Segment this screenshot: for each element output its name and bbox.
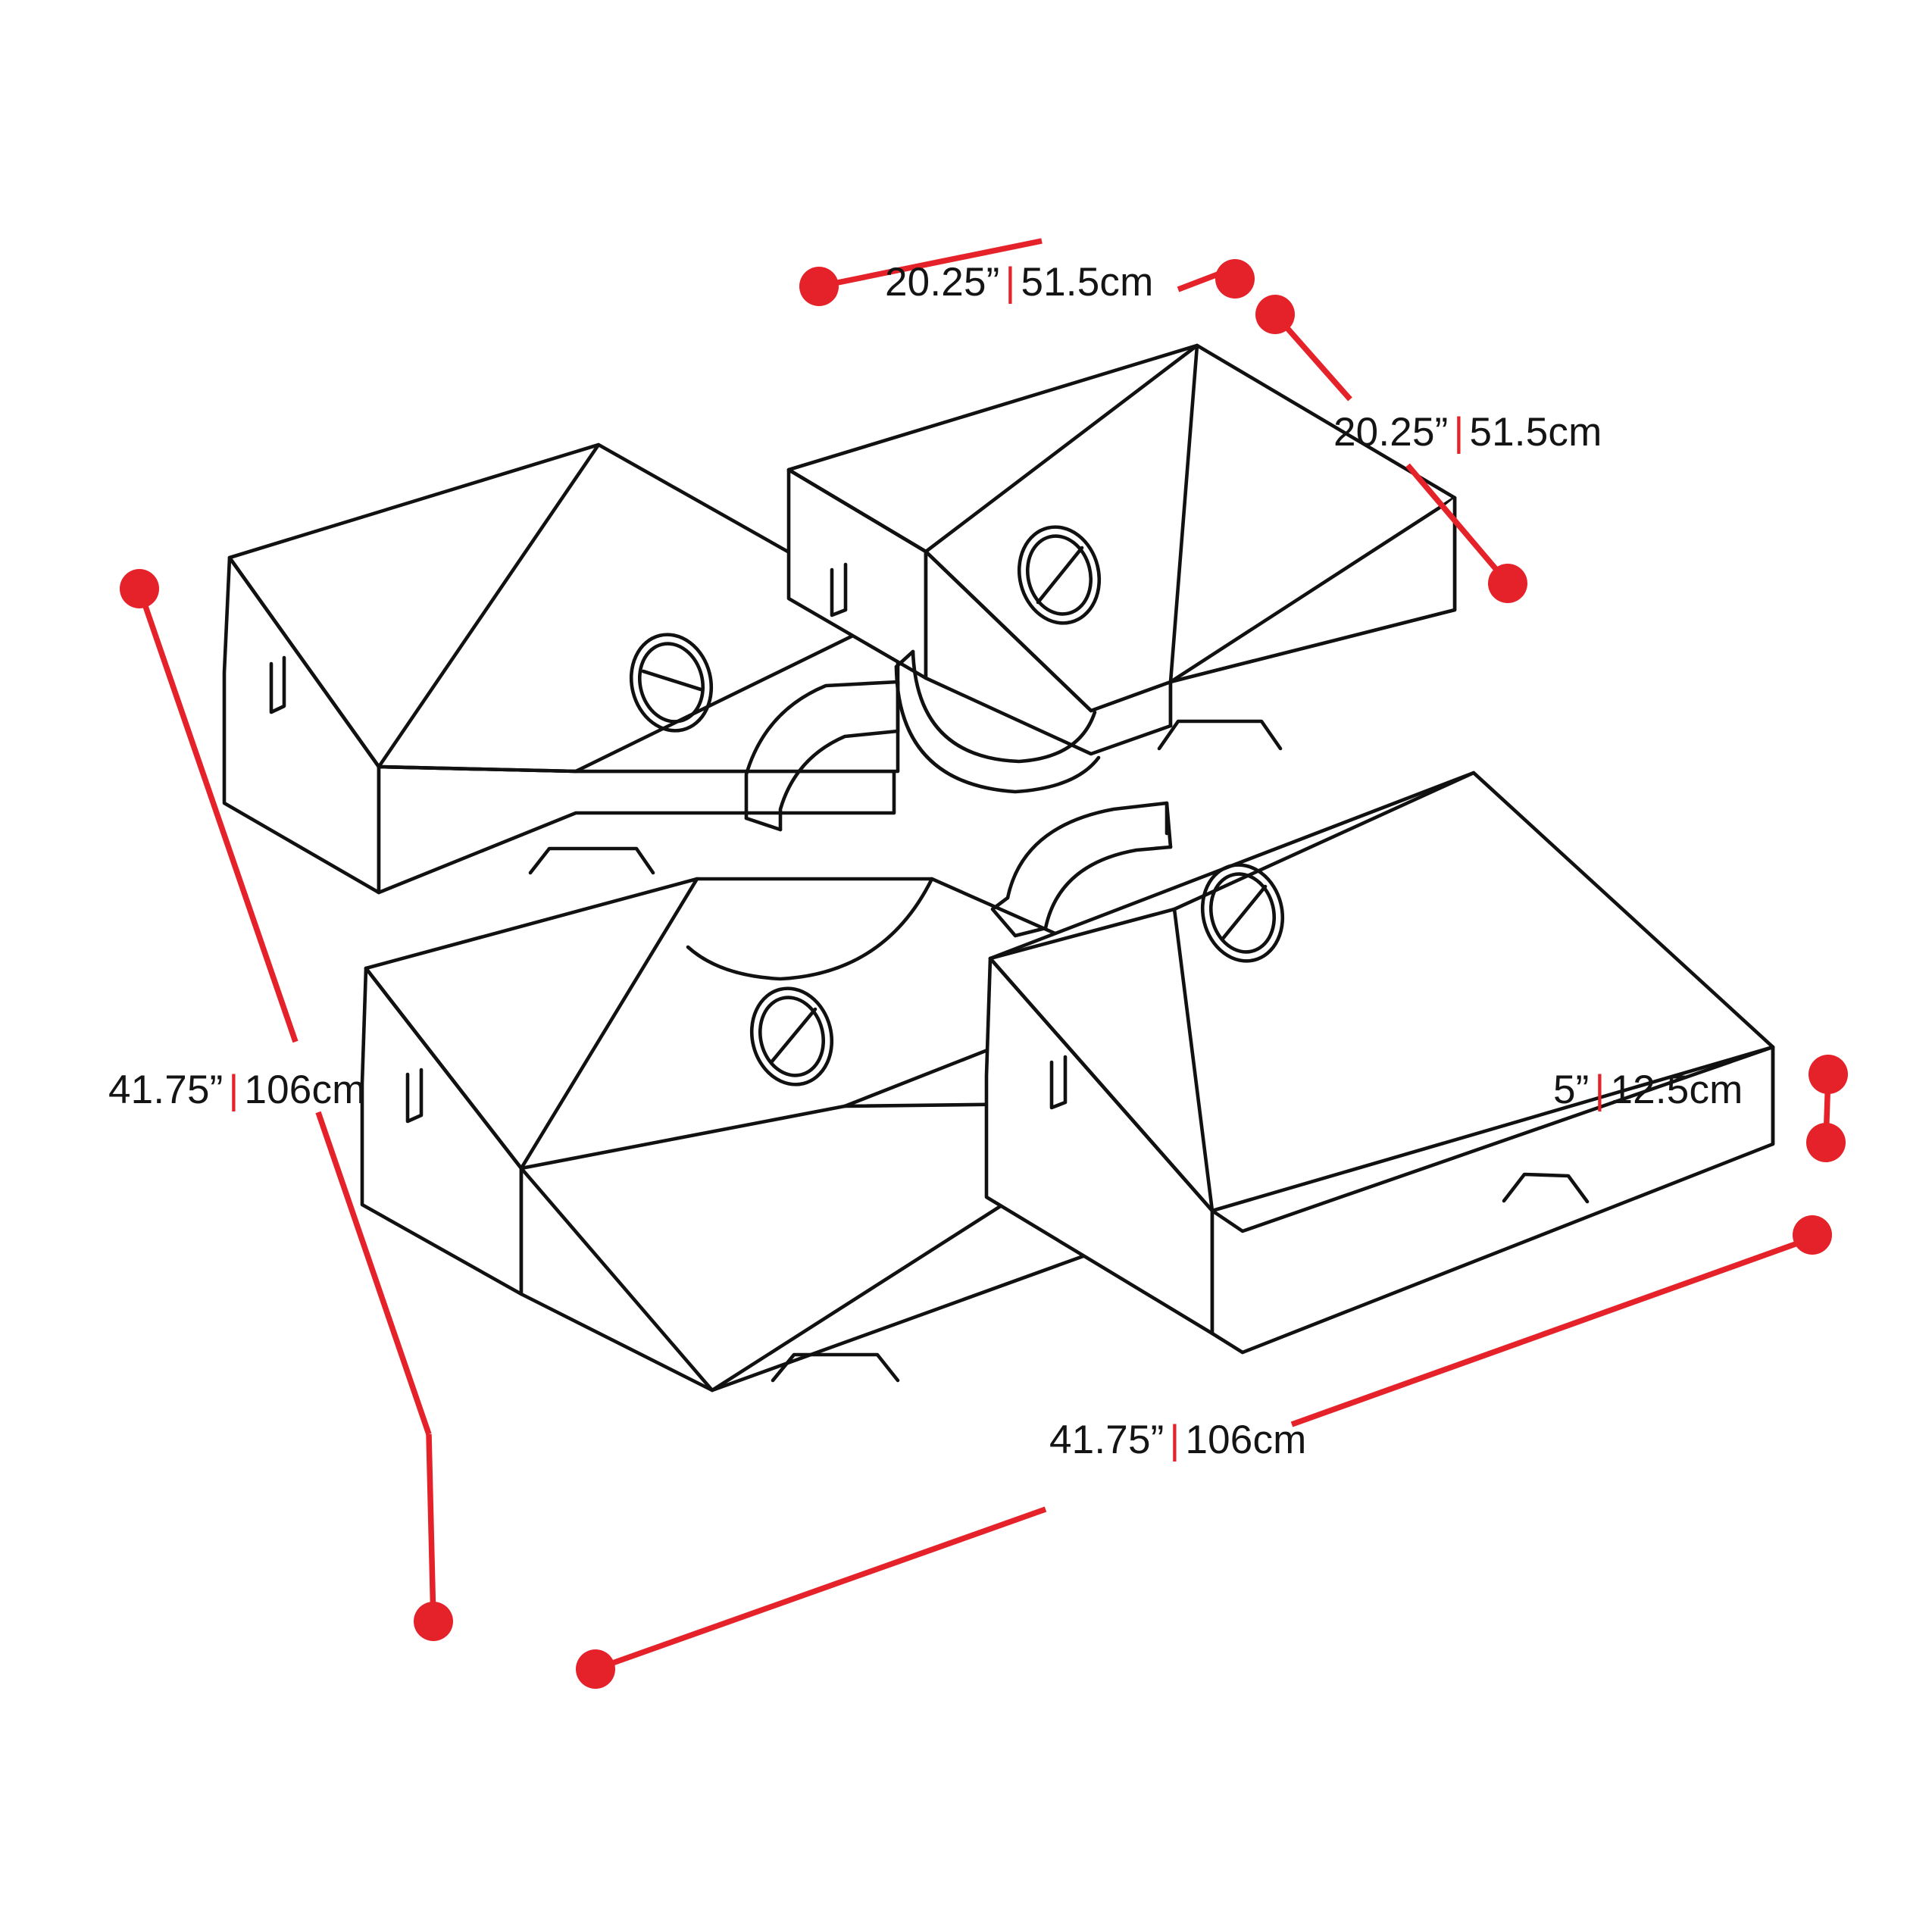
tr-bevel-c (1168, 343, 1199, 684)
tl-bottom-lip (528, 846, 655, 875)
tr-bevel-a (786, 467, 928, 554)
br-bevel-c (1210, 1045, 1775, 1213)
dimension-imperial-left: 41.75” (108, 1068, 224, 1112)
dimension-label-top: 20.25”|51.5cm (885, 259, 1153, 305)
dimension-metric-bottom: 106cm (1185, 1418, 1307, 1462)
dimension-line-right (1255, 295, 1527, 603)
tr-screw-cap (1017, 525, 1102, 625)
tr-bevel-b (924, 343, 1199, 554)
dimension-separator-thickness: | (1594, 1068, 1605, 1112)
weight-plate-bottom-right (984, 771, 1775, 1355)
tr-bevel-d (1168, 496, 1457, 684)
br-bevel-b (1172, 907, 1215, 1213)
tr-bottom-lip (1157, 719, 1283, 751)
br-bottom-lip (1502, 1172, 1590, 1204)
tr-cutout-inner (894, 664, 1101, 794)
tr-right-wall (1168, 496, 1457, 728)
tr-flat-edge (924, 549, 1093, 713)
tl-bevel-b (377, 442, 601, 769)
dimension-line-thickness (1806, 1055, 1848, 1162)
weight-plate-top-left (222, 442, 900, 895)
tl-bevel-a (227, 555, 381, 769)
bl-bevel-b (519, 877, 699, 1171)
dimension-separator-bottom: | (1169, 1418, 1180, 1462)
dimension-imperial-top: 20.25” (885, 260, 1000, 305)
dimension-imperial-bottom: 41.75” (1049, 1418, 1165, 1462)
bl-cutout (686, 877, 934, 981)
dimension-line-left (120, 569, 453, 1641)
dimension-separator-top: | (1005, 260, 1016, 305)
br-bevel-a (988, 956, 1215, 1213)
br-cutout-inner (1043, 845, 1173, 930)
bl-screw-cap (749, 986, 834, 1086)
dimension-label-left: 41.75”|106cm (108, 1067, 366, 1113)
br-cutout-lip-b (1165, 801, 1173, 849)
dimension-line-bottom (576, 1215, 1832, 1689)
tr-cutout-wall (894, 649, 915, 669)
bl-bevel-a (364, 966, 524, 1171)
tl-side-notch (269, 655, 286, 714)
tl-cutout-outer (744, 680, 900, 821)
bl-side-notch (405, 1068, 424, 1124)
br-cutout-lip-a (990, 896, 1048, 938)
dimension-metric-top: 51.5cm (1021, 260, 1154, 305)
dimension-metric-left: 106cm (244, 1068, 366, 1112)
dimension-metric-thickness: 12.5cm (1610, 1068, 1743, 1112)
dimension-separator-right: | (1453, 410, 1465, 455)
dimension-label-bottom: 41.75”|106cm (1049, 1417, 1307, 1463)
dimension-label-thickness: 5”|12.5cm (1553, 1067, 1743, 1113)
tl-cutout-inner (778, 729, 900, 832)
tr-side-notch (830, 562, 848, 617)
dimension-line-top (799, 238, 1255, 306)
tl-flat-edge (377, 764, 578, 774)
br-cutout-outer (1005, 801, 1169, 900)
dimension-separator-left: | (228, 1068, 239, 1112)
tr-cutout-outer (911, 649, 1097, 764)
br-screw-cap (1200, 863, 1285, 963)
tl-bevel-c (574, 611, 900, 774)
br-bevel-d (1172, 771, 1476, 911)
br-side-notch (1049, 1055, 1068, 1110)
dimension-imperial-thickness: 5” (1553, 1068, 1590, 1112)
bl-flat-edge (519, 1104, 847, 1171)
dimension-metric-right: 51.5cm (1469, 410, 1602, 455)
tl-front-wall (377, 764, 896, 895)
dimension-imperial-right: 20.25” (1333, 410, 1449, 455)
br-flat-edge (988, 907, 1177, 961)
tl-cutout-wall-a (744, 816, 783, 832)
tl-screw-cap (629, 633, 714, 733)
dimension-label-right: 20.25”|51.5cm (1333, 409, 1602, 455)
weight-plate-top-right (786, 343, 1457, 794)
bl-bottom-lip (771, 1352, 900, 1383)
